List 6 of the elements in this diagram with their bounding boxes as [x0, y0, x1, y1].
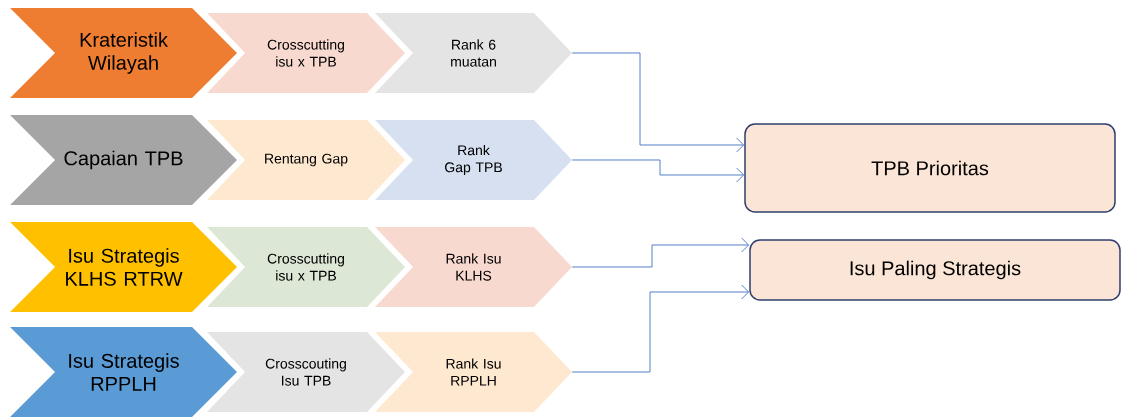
arrow	[571, 284, 750, 373]
arrow	[571, 159, 745, 183]
arrow	[571, 52, 745, 153]
rounded-box: Isu Paling Strategis	[749, 239, 1121, 301]
arrow	[571, 237, 750, 268]
rounded-box: TPB Prioritas	[744, 123, 1116, 213]
